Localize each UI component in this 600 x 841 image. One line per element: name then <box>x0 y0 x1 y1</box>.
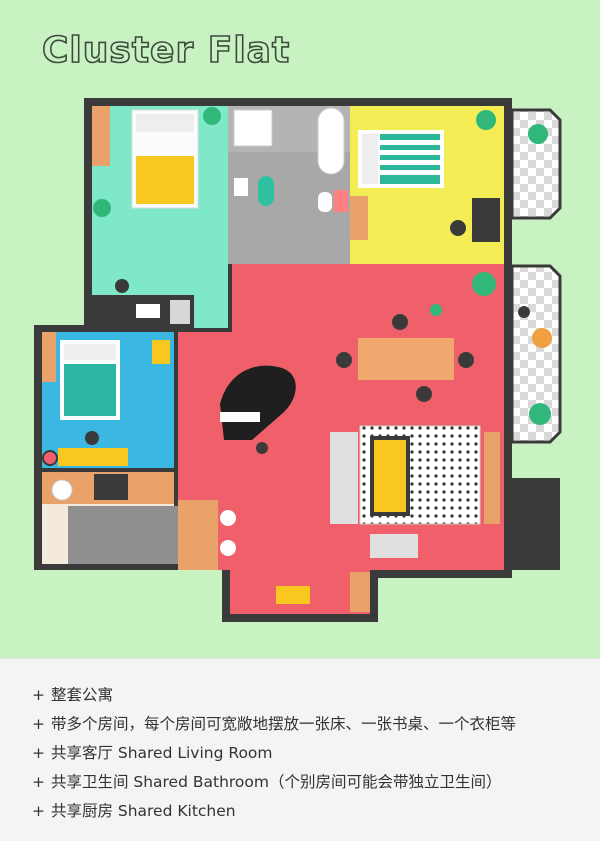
sink-2 <box>234 178 248 196</box>
sink <box>233 109 273 147</box>
pillow-2 <box>362 134 378 184</box>
plus-icon: + <box>32 773 45 791</box>
stool-icon <box>220 510 236 526</box>
entry-cabinet <box>350 572 370 612</box>
features-list: + 整套公寓 + 带多个房间，每个房间可宽敞地摆放一张床、一张书桌、一个衣柜等 … <box>0 659 600 826</box>
stool-icon <box>220 540 236 556</box>
towel <box>334 190 348 212</box>
chair-1 <box>115 279 129 293</box>
armchair <box>370 534 418 558</box>
plus-icon: + <box>32 744 45 762</box>
blanket-2-stripes <box>380 134 440 184</box>
piano-keys <box>220 412 260 422</box>
robot-vacuum-icon <box>430 304 442 316</box>
bin-1 <box>170 300 190 324</box>
pillow-3 <box>64 344 116 360</box>
chair-3 <box>85 431 99 445</box>
wardrobe-1 <box>92 106 110 166</box>
plus-icon: + <box>32 715 45 733</box>
floor-plan-poster: Cluster Flat <box>0 0 600 658</box>
doormat <box>276 586 310 604</box>
blanket-1 <box>136 156 194 204</box>
piano-stool <box>256 442 268 454</box>
feature-item: + 共享客厅 Shared Living Room <box>32 739 600 768</box>
tv-stand <box>484 432 500 524</box>
blanket-3 <box>64 364 116 416</box>
kitchen-floor-shadow <box>68 506 178 564</box>
plant-icon <box>528 124 548 144</box>
plant-icon <box>472 272 496 296</box>
balcony-chair <box>518 306 530 318</box>
floor-plan <box>34 98 562 622</box>
feature-item: + 共享厨房 Shared Kitchen <box>32 797 600 826</box>
balcony-table <box>532 328 552 348</box>
toilet <box>318 192 332 212</box>
features-panel: + 整套公寓 + 带多个房间，每个房间可宽敞地摆放一张床、一张书桌、一个衣柜等 … <box>0 658 600 841</box>
stove <box>94 474 128 500</box>
plant-icon <box>476 110 496 130</box>
feature-item: + 带多个房间，每个房间可宽敞地摆放一张床、一张书桌、一个衣柜等 <box>32 710 600 739</box>
plant-icon <box>93 199 111 217</box>
dining-chair <box>416 386 432 402</box>
bath-mat <box>258 176 274 206</box>
laptop-1 <box>136 304 160 318</box>
wardrobe-3 <box>42 332 56 382</box>
coffee-table-top <box>374 440 406 512</box>
kitchen-cabinet <box>178 500 218 570</box>
balcony-1 <box>510 108 562 220</box>
plus-icon: + <box>32 686 45 704</box>
lamp-3 <box>152 340 170 364</box>
sofa <box>330 432 358 524</box>
desk-2 <box>472 198 500 242</box>
dining-chair <box>458 352 474 368</box>
wardrobe-2 <box>350 196 368 240</box>
dining-chair <box>336 352 352 368</box>
plant-icon <box>203 107 221 125</box>
dining-chair <box>392 314 408 330</box>
dining-table <box>358 338 454 380</box>
ball-icon <box>42 450 58 466</box>
pillow-1 <box>136 114 194 132</box>
feature-item: + 整套公寓 <box>32 681 600 710</box>
poster-title: Cluster Flat <box>41 29 291 72</box>
feature-item: + 共享卫生间 Shared Bathroom（个别房间可能会带独立卫生间） <box>32 768 600 797</box>
bathtub <box>317 107 345 175</box>
desk-3 <box>58 448 128 466</box>
plant-icon <box>529 403 551 425</box>
plus-icon: + <box>32 802 45 820</box>
chair-2 <box>450 220 466 236</box>
kitchen-sink <box>51 479 73 501</box>
